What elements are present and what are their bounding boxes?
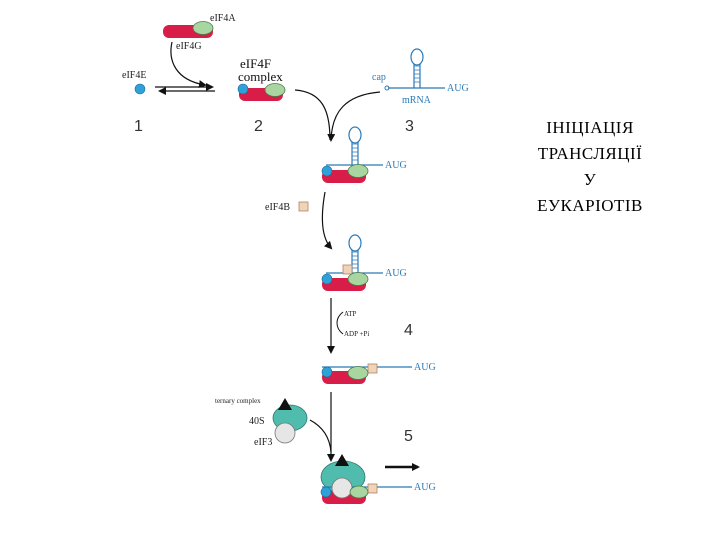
atp-label: ATP	[344, 310, 357, 318]
aug-label-3: AUG	[447, 83, 469, 94]
step-number-1: 1	[134, 118, 143, 135]
aug-label-b: AUG	[385, 268, 407, 279]
40s-label: 40S	[249, 416, 265, 427]
eif4e-shape	[134, 83, 146, 95]
step-number-4: 4	[404, 322, 413, 339]
eif4g-label: eIF4G	[176, 41, 202, 52]
adp-pi-label: ADP +Pi	[344, 330, 369, 338]
stage-b	[321, 234, 383, 291]
eif4f-green	[264, 83, 286, 97]
aug-label-c: AUG	[414, 362, 436, 373]
join-40s-arrow	[309, 419, 332, 453]
stage-final	[320, 454, 412, 504]
eif4f-label: eIF4F	[240, 56, 271, 71]
ternary-complex-label: ternary complex	[215, 397, 261, 405]
mrna-label: mRNA	[402, 95, 432, 106]
step-number-5: 5	[404, 428, 413, 445]
eif4b-shape	[298, 201, 309, 212]
eif4b-arrow	[321, 191, 333, 250]
eif3-shape	[274, 422, 296, 444]
complex-label: complex	[238, 69, 283, 84]
cap-dot	[384, 85, 390, 91]
title-line-1: ІНІЦІАЦІЯ	[546, 118, 634, 137]
stage-a	[321, 126, 383, 183]
eif4a-shape	[192, 21, 214, 35]
aug-label-final: AUG	[414, 482, 436, 493]
cap-label: cap	[372, 72, 386, 83]
eif4f-blue	[237, 83, 249, 95]
hairpin-rungs	[414, 65, 420, 83]
eif4e-label: eIF4E	[122, 70, 146, 81]
atp-curve	[336, 311, 344, 335]
hairpin-loop	[410, 48, 424, 66]
eif4g-eif4a-complex	[163, 21, 214, 38]
mrna-step3	[384, 48, 445, 91]
join-arrow	[170, 41, 207, 88]
ternary-complex-shape	[278, 398, 292, 410]
stage-c	[321, 363, 412, 384]
eif4b-label: eIF4B	[265, 202, 290, 213]
converge-left	[294, 89, 331, 141]
title-line-4: ЕУКАРІОТІВ	[537, 196, 643, 215]
ribosome-40s-complex	[272, 398, 308, 444]
step-number-2: 2	[254, 118, 263, 135]
aug-label-a: AUG	[385, 160, 407, 171]
converge-right	[327, 91, 381, 142]
slide-title: ІНІЦІАЦІЯ ТРАНСЛЯЦІЇ У ЕУКАРІОТІВ	[500, 115, 680, 219]
step-number-3: 3	[405, 118, 414, 135]
eif4f-complex	[237, 83, 286, 101]
title-line-3: У	[583, 170, 597, 189]
eif3-label: eIF3	[254, 437, 272, 448]
title-line-2: ТРАНСЛЯЦІЇ	[537, 144, 643, 163]
eif4a-label: eIF4A	[210, 13, 236, 24]
